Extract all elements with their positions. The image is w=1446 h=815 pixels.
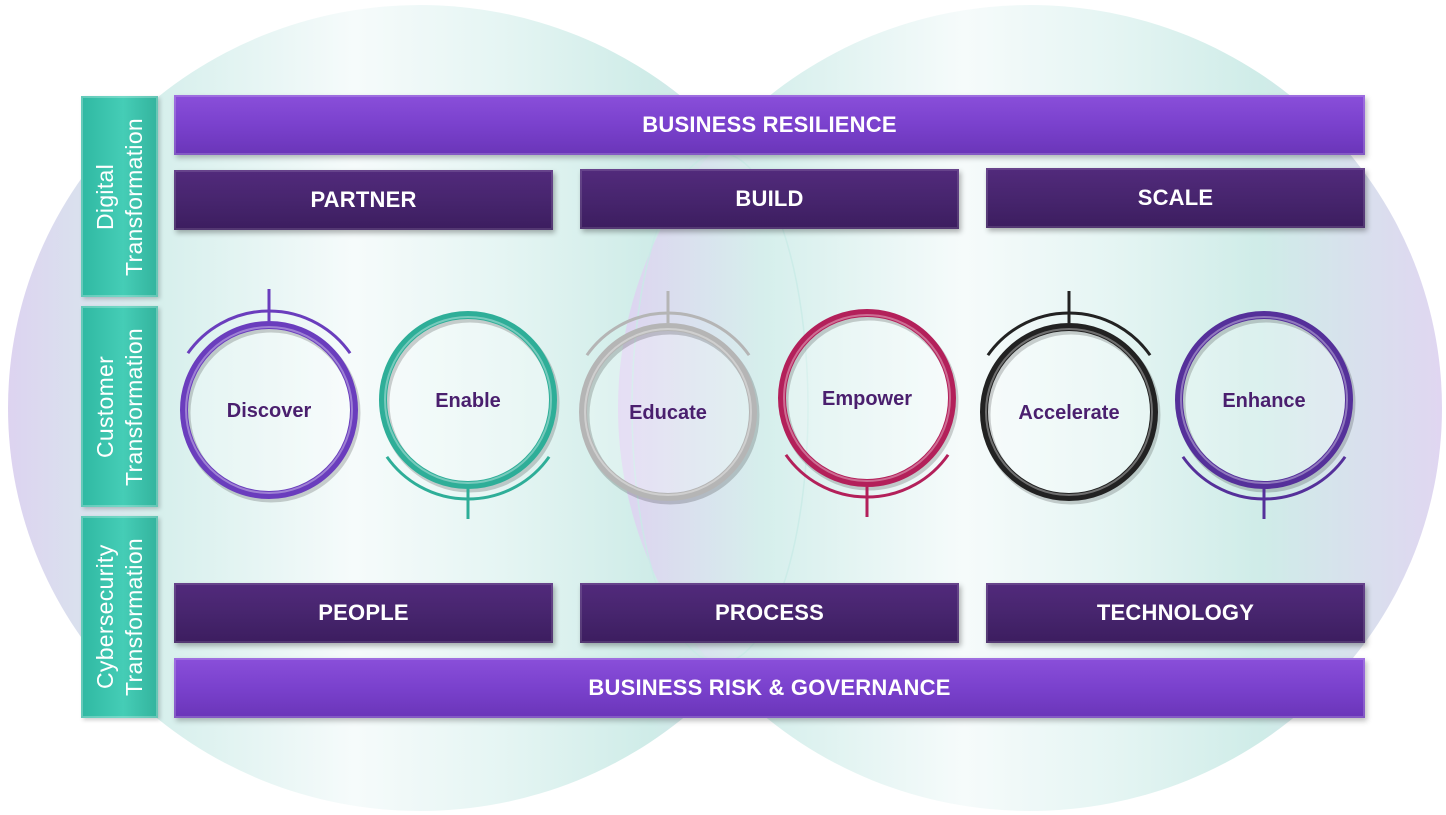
ring-enable-circle bbox=[379, 311, 557, 489]
ring-discover-fill bbox=[188, 329, 350, 491]
ring-enable-fill bbox=[387, 319, 549, 481]
bar-business-risk-governance-label: BUSINESS RISK & GOVERNANCE bbox=[588, 675, 951, 700]
side-tab-digital: Digital Transformation bbox=[81, 96, 158, 297]
ring-educate-label: Educate bbox=[629, 402, 707, 424]
bar-business-risk-governance: BUSINESS RISK & GOVERNANCE bbox=[174, 658, 1365, 718]
ring-empower-circle bbox=[778, 309, 956, 487]
pillar-people: PEOPLE bbox=[174, 583, 553, 643]
pillar-scale: SCALE bbox=[986, 168, 1365, 228]
pillar-partner-label: PARTNER bbox=[310, 187, 417, 212]
ring-accelerate-circle bbox=[980, 323, 1158, 501]
bar-business-resilience-label: BUSINESS RESILIENCE bbox=[642, 112, 897, 137]
ring-educate-circle bbox=[579, 323, 757, 501]
pillar-people-label: PEOPLE bbox=[318, 600, 409, 625]
pillar-partner: PARTNER bbox=[174, 170, 553, 230]
ring-enable: Enable bbox=[379, 311, 560, 519]
pillar-build-label: BUILD bbox=[735, 186, 804, 211]
ring-accelerate-label: Accelerate bbox=[1018, 402, 1119, 424]
pillar-process-label: PROCESS bbox=[715, 600, 824, 625]
pillar-process: PROCESS bbox=[580, 583, 959, 643]
ring-enhance-circle bbox=[1175, 311, 1353, 489]
ring-empower-highlight bbox=[783, 314, 951, 482]
ring-enhance: Enhance bbox=[1175, 311, 1356, 519]
ring-enable-label: Enable bbox=[435, 390, 501, 412]
ring-accelerate: Accelerate bbox=[980, 291, 1161, 505]
side-tab-customer: Customer Transformation bbox=[81, 306, 158, 507]
pillar-build: BUILD bbox=[580, 169, 959, 229]
pillar-technology-label: TECHNOLOGY bbox=[1096, 600, 1255, 625]
pillar-scale-label: SCALE bbox=[1137, 185, 1214, 210]
ring-enhance-highlight bbox=[1180, 316, 1348, 484]
ring-enhance-label: Enhance bbox=[1222, 390, 1305, 412]
ring-empower: Empower bbox=[778, 309, 959, 517]
ring-accelerate-highlight bbox=[985, 328, 1153, 496]
ring-educate-fill bbox=[587, 331, 749, 493]
ring-discover-label: Discover bbox=[227, 400, 312, 422]
ring-discover-highlight bbox=[185, 326, 353, 494]
ring-educate: Educate bbox=[579, 291, 760, 505]
side-tab-cybersecurity: Cybersecurity Transformation bbox=[81, 516, 158, 718]
ring-enhance-fill bbox=[1183, 319, 1345, 481]
ring-empower-fill bbox=[786, 317, 948, 479]
ring-accelerate-fill bbox=[988, 331, 1150, 493]
bar-business-resilience: BUSINESS RESILIENCE bbox=[174, 95, 1365, 155]
ring-empower-label: Empower bbox=[822, 388, 912, 410]
ring-enable-highlight bbox=[384, 316, 552, 484]
ring-discover-circle bbox=[180, 321, 358, 499]
ring-discover: Discover bbox=[180, 289, 361, 503]
ring-educate-highlight bbox=[584, 328, 752, 496]
pillar-technology: TECHNOLOGY bbox=[986, 583, 1365, 643]
